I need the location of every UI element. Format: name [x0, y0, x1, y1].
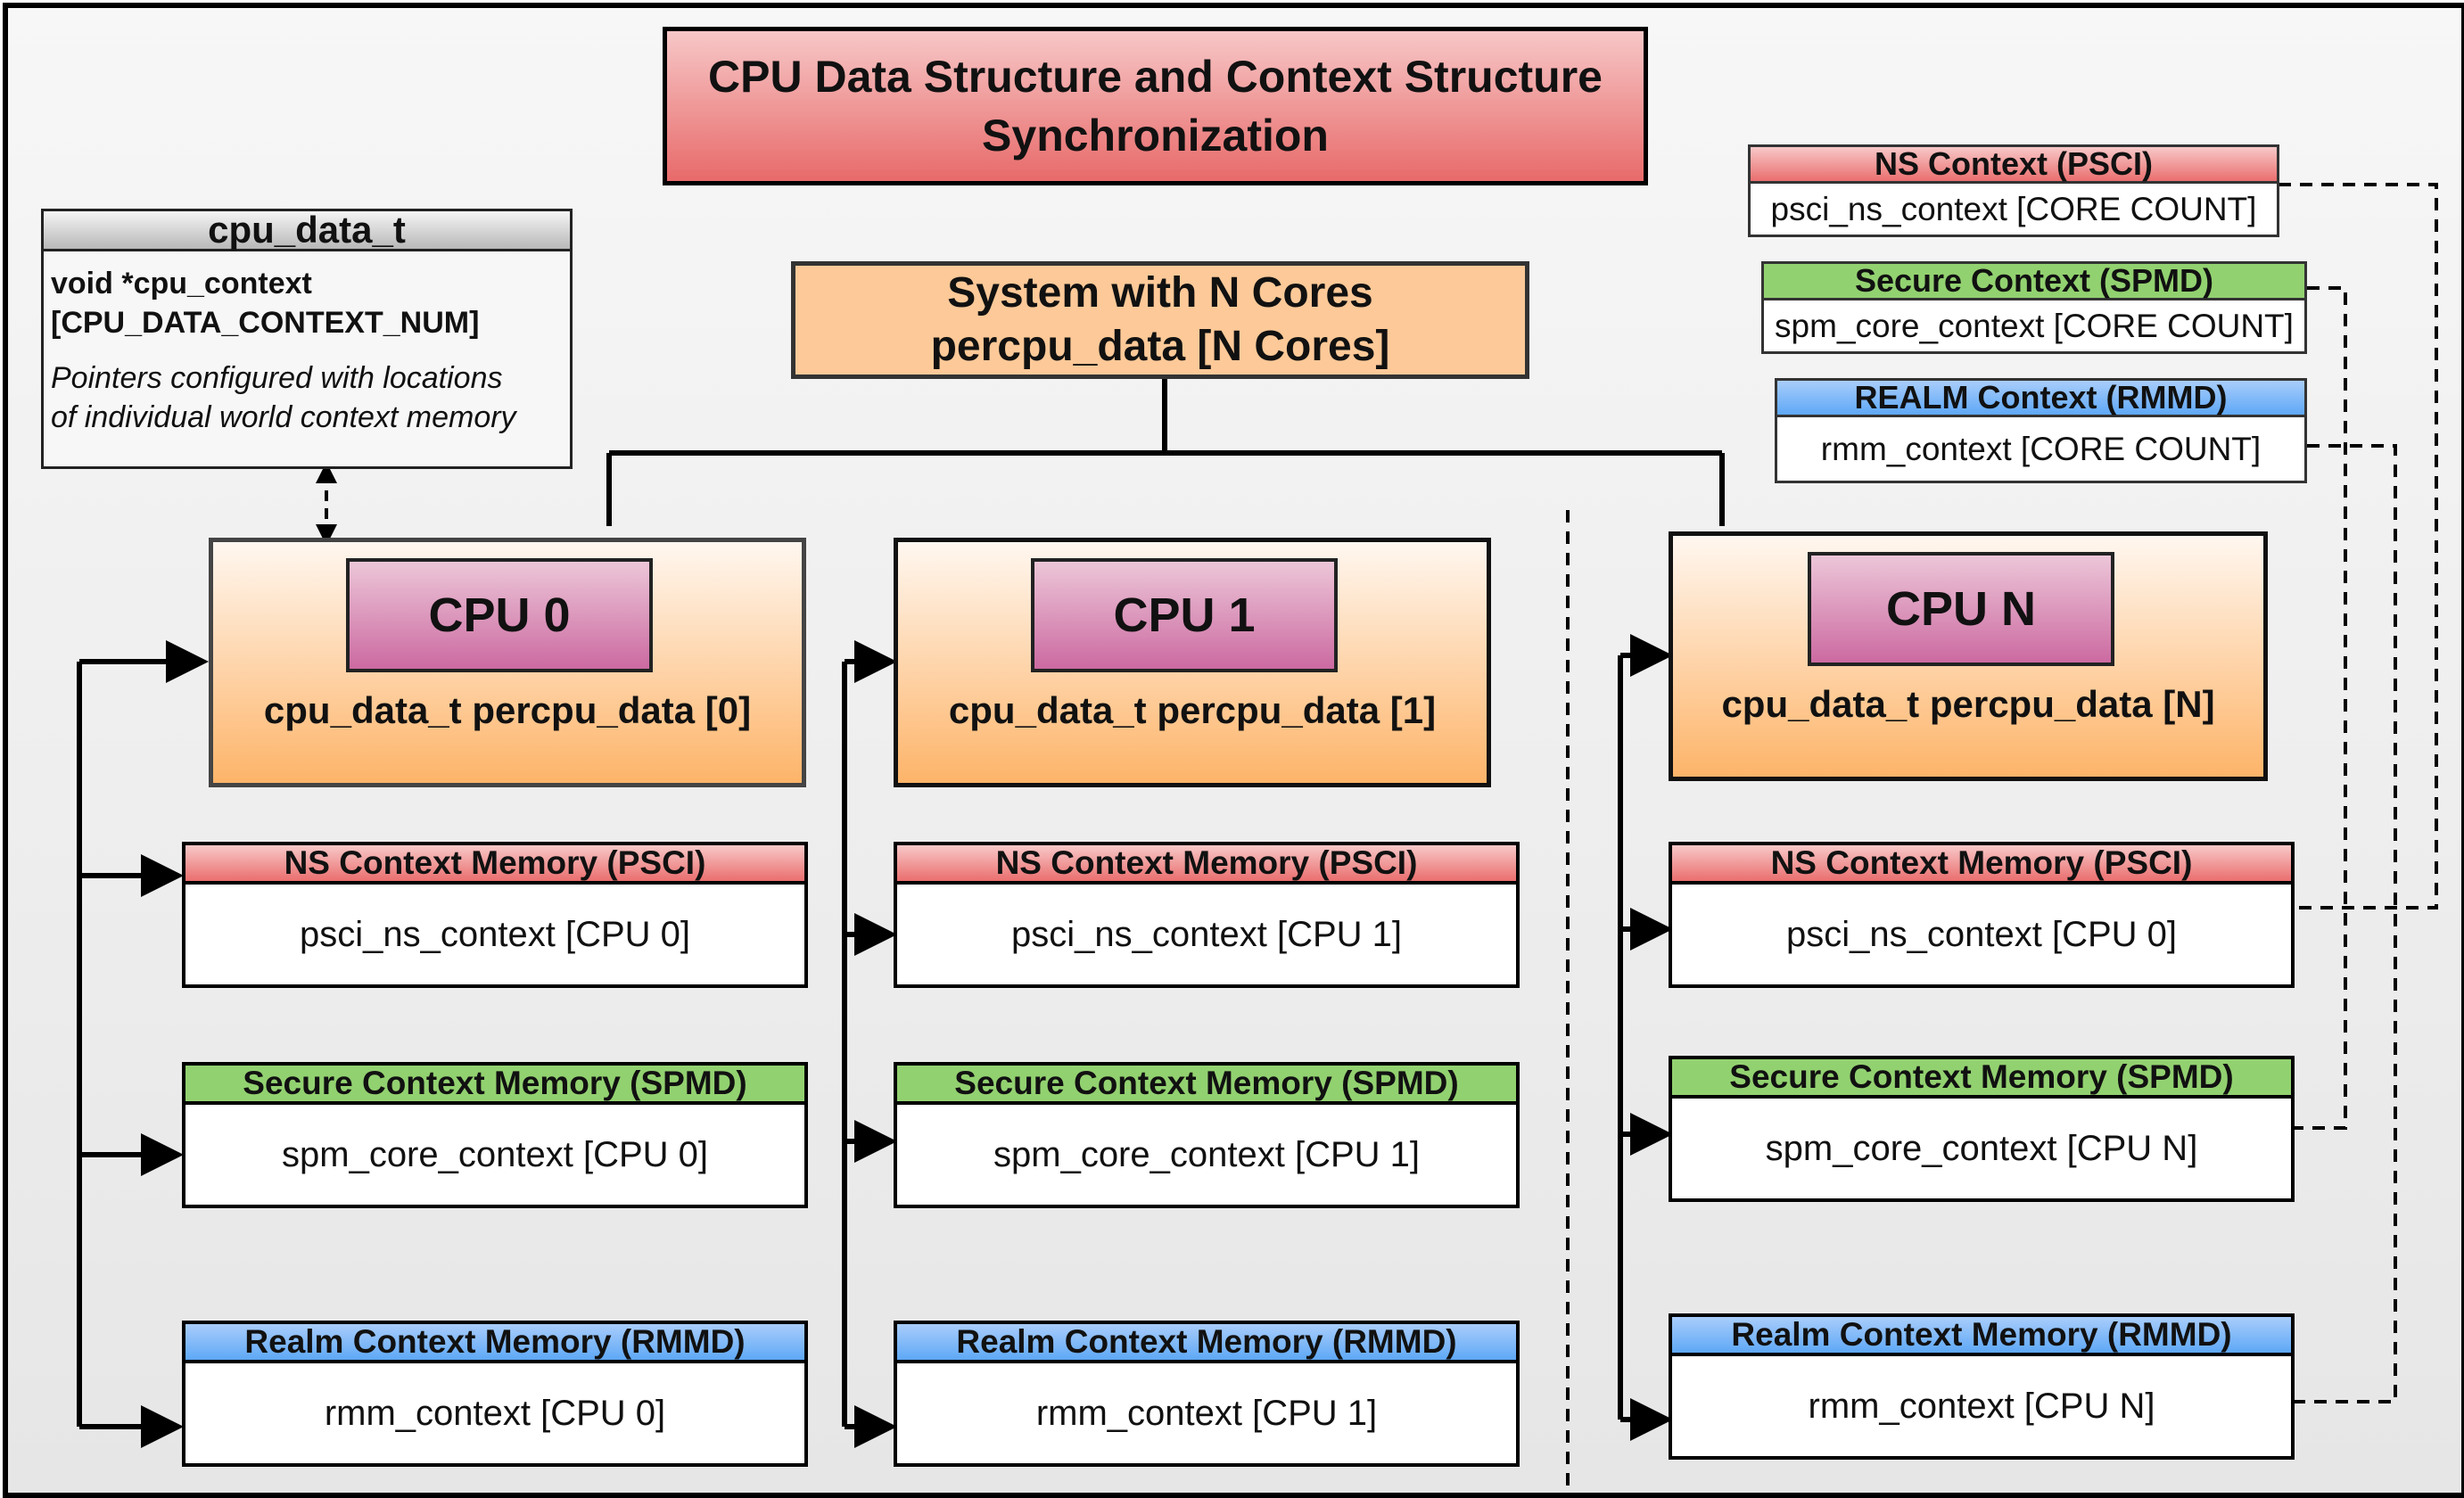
- title-line-1: CPU Data Structure and Context Structure: [708, 52, 1603, 102]
- ns-context-value: psci_ns_context [CPU 0]: [1786, 914, 2177, 954]
- ns-context-memory-cpu0: NS Context Memory (PSCI) psci_ns_context…: [182, 842, 808, 988]
- ns-context-memory-cpu1: NS Context Memory (PSCI) psci_ns_context…: [894, 842, 1520, 988]
- cpu-array-1: cpu_data_t percpu_data [1]: [948, 689, 1437, 731]
- realm-context-value: rmm_context [CPU 0]: [324, 1393, 666, 1433]
- secure-context-value: spm_core_context [CPU 1]: [993, 1134, 1420, 1174]
- legend-ns-context: NS Context (PSCI) psci_ns_context [CORE …: [1748, 144, 2279, 237]
- cpu-label-0: CPU 0: [346, 558, 653, 672]
- ns-context-memory-cpun: NS Context Memory (PSCI) psci_ns_context…: [1669, 842, 2295, 988]
- cpu-box-0: CPU 0 cpu_data_t percpu_data [0]: [209, 538, 806, 787]
- cpu-data-struct-box: cpu_data_t void *cpu_context [CPU_DATA_C…: [41, 209, 573, 469]
- system-line-1: System with N Cores: [947, 269, 1373, 317]
- system-tree-connector: [606, 379, 1725, 526]
- cpu-label-1: CPU 1: [1031, 558, 1338, 672]
- note-line-1: Pointers configured with locations: [51, 361, 503, 395]
- note-line-2: of individual world context memory: [51, 400, 516, 434]
- legend-realm-link: [2294, 444, 2397, 1403]
- secure-context-memory-cpu0: Secure Context Memory (SPMD) spm_core_co…: [182, 1062, 808, 1208]
- secure-context-memory-cpu1: Secure Context Memory (SPMD) spm_core_co…: [894, 1062, 1520, 1208]
- secure-context-header: Secure Context Memory (SPMD): [185, 1066, 804, 1105]
- cpu-data-struct-note: Pointers configured with locations of in…: [44, 342, 570, 437]
- cpu-box-n: CPU N cpu_data_t percpu_data [N]: [1669, 531, 2268, 781]
- cpu-label-n: CPU N: [1808, 552, 2114, 666]
- ns-context-value: psci_ns_context [CPU 0]: [300, 914, 690, 954]
- legend-secure-link: [2294, 286, 2347, 1130]
- secure-context-header: Secure Context Memory (SPMD): [1672, 1059, 2291, 1099]
- title-line-2: Synchronization: [982, 111, 1329, 160]
- secure-context-memory-cpun: Secure Context Memory (SPMD) spm_core_co…: [1669, 1056, 2295, 1202]
- realm-context-memory-cpun: Realm Context Memory (RMMD) rmm_context …: [1669, 1313, 2295, 1460]
- legend-secure-context: Secure Context (SPMD) spm_core_context […: [1761, 261, 2307, 354]
- realm-context-header: Realm Context Memory (RMMD): [1672, 1317, 2291, 1356]
- realm-context-memory-cpu0: Realm Context Memory (RMMD) rmm_context …: [182, 1321, 808, 1467]
- system-box: System with N Cores percpu_data [N Cores…: [791, 261, 1529, 379]
- system-line-2: percpu_data [N Cores]: [930, 323, 1390, 370]
- cpu-data-struct-field: void *cpu_context [CPU_DATA_CONTEXT_NUM]: [44, 251, 570, 342]
- cpu-array-0: cpu_data_t percpu_data [0]: [263, 689, 752, 731]
- ns-context-header: NS Context Memory (PSCI): [185, 845, 804, 885]
- secure-context-value: spm_core_context [CPU 0]: [282, 1134, 708, 1174]
- cpu-array-n: cpu_data_t percpu_data [N]: [1721, 683, 2215, 725]
- secure-context-value: spm_core_context [CPU N]: [1765, 1128, 2198, 1168]
- realm-context-memory-cpu1: Realm Context Memory (RMMD) rmm_context …: [894, 1321, 1520, 1467]
- field-line-1: void *cpu_context: [51, 267, 312, 300]
- cpu-data-struct-header: cpu_data_t: [44, 211, 570, 251]
- secure-context-header: Secure Context Memory (SPMD): [897, 1066, 1516, 1105]
- legend-secure-header: Secure Context (SPMD): [1764, 264, 2304, 300]
- ns-context-header: NS Context Memory (PSCI): [1672, 845, 2291, 885]
- realm-context-value: rmm_context [CPU 1]: [1035, 1393, 1378, 1433]
- legend-secure-value: spm_core_context [CORE COUNT]: [1775, 307, 2294, 344]
- cpu-box-1: CPU 1 cpu_data_t percpu_data [1]: [894, 538, 1491, 787]
- legend-realm-value: rmm_context [CORE COUNT]: [1820, 430, 2262, 467]
- realm-context-header: Realm Context Memory (RMMD): [185, 1324, 804, 1363]
- ns-context-header: NS Context Memory (PSCI): [897, 845, 1516, 885]
- legend-realm-context: REALM Context (RMMD) rmm_context [CORE C…: [1775, 378, 2307, 483]
- legend-ns-value: psci_ns_context [CORE COUNT]: [1770, 190, 2257, 227]
- ns-context-value: psci_ns_context [CPU 1]: [1011, 914, 1402, 954]
- legend-realm-header: REALM Context (RMMD): [1777, 381, 2304, 417]
- realm-context-value: rmm_context [CPU N]: [1808, 1386, 2155, 1426]
- field-line-2: [CPU_DATA_CONTEXT_NUM]: [51, 306, 480, 340]
- realm-context-header: Realm Context Memory (RMMD): [897, 1324, 1516, 1363]
- legend-ns-link: [2279, 183, 2438, 910]
- legend-ns-header: NS Context (PSCI): [1751, 147, 2277, 184]
- diagram-title: CPU Data Structure and Context Structure…: [663, 27, 1648, 185]
